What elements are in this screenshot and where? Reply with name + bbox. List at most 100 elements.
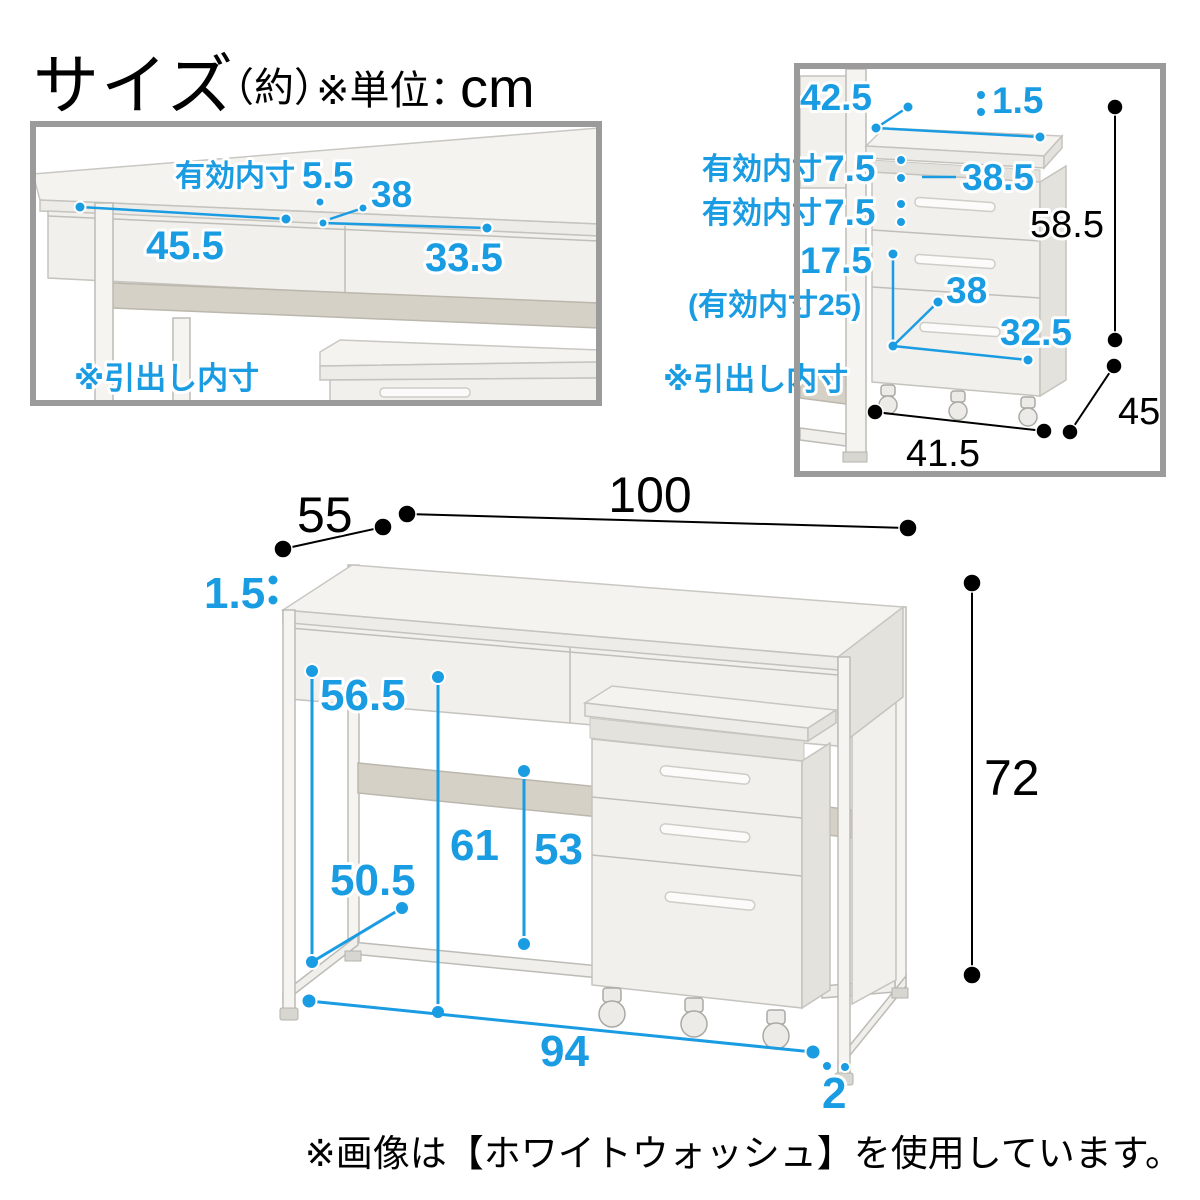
dim-label-effective-prefix: 有効内寸 — [175, 159, 295, 193]
drawer-handle — [659, 823, 751, 843]
leader-line-38 — [329, 206, 364, 221]
desk-tabletop — [36, 127, 596, 225]
dim-label-45-5: 45.5 — [146, 224, 224, 268]
dim-label-45: 45 — [1118, 391, 1160, 433]
cabinet-shelf-top — [319, 339, 596, 367]
cabinet-top-side — [1043, 134, 1063, 170]
cabinet — [582, 685, 839, 1050]
dim-label-33-5: 33.5 — [425, 236, 503, 280]
dim-label-38: 38 — [946, 270, 987, 311]
dim-label-100: 100 — [608, 467, 691, 523]
desk-front-right-leg — [837, 656, 851, 1078]
drawer-seam — [47, 215, 596, 242]
cabinet-shelf-edge — [319, 361, 596, 381]
dim-label-38-5: 38.5 — [962, 157, 1034, 198]
leader-line-38 — [892, 301, 939, 347]
dim-label-61: 61 — [450, 821, 499, 870]
inset-cabinet-border — [794, 63, 1166, 477]
desk-back-leg — [172, 317, 191, 400]
dim-dot — [317, 217, 329, 229]
dim-dot — [357, 202, 369, 214]
dim-label-1-5: 1.5 — [992, 80, 1043, 121]
page-title-approx: （約） — [214, 66, 334, 110]
dim-label-50-5: 50.5 — [330, 856, 416, 905]
drawer-handle — [659, 765, 751, 785]
cabinet-handle — [379, 387, 471, 398]
dim-label-72: 72 — [984, 750, 1040, 806]
desk-front-leg — [94, 202, 114, 400]
dim-line-45 — [1069, 365, 1115, 433]
dim-label-41-5: 41.5 — [906, 433, 980, 475]
dim-label-58-5: 58.5 — [1030, 204, 1104, 246]
dim-line-33-5 — [322, 221, 488, 230]
header: サイズ （約） ※単位： cm — [33, 48, 535, 122]
casters — [598, 987, 790, 1050]
dim-label-effective-prefix: 有効内寸 — [702, 196, 822, 230]
inset-desk-annotations: 有効内寸 5.5 38 45.5 33.5 ※引出し内寸 — [71, 152, 506, 399]
dim-label-5-5: 5.5 — [302, 155, 353, 196]
inner-dim-note: ※引出し内寸 — [663, 362, 848, 397]
dim-label-effective-25: (有効内寸25) — [688, 288, 861, 322]
dim-line-94 — [308, 999, 814, 1054]
unit-value: cm — [460, 56, 535, 119]
dim-label-53: 53 — [534, 825, 583, 874]
dim-label-32-5: 32.5 — [1000, 312, 1072, 353]
leg-foot — [344, 950, 362, 962]
leg-foot — [834, 1072, 854, 1086]
dim-line-45-5 — [79, 205, 287, 221]
cabinet-side — [801, 741, 831, 1010]
drawer-seam — [591, 854, 803, 877]
dim-dot — [480, 221, 494, 235]
dim-label-7-5: 7.5 — [824, 148, 875, 189]
drawer-handle — [914, 253, 996, 270]
dim-line-55 — [282, 526, 384, 550]
dim-label-effective-prefix: 有効内寸 — [702, 152, 822, 186]
drawer-seam — [871, 229, 1041, 242]
dim-line-100 — [406, 513, 909, 529]
dim-label-1-5: 1.5 — [204, 569, 265, 618]
dim-line-41-5 — [874, 411, 1045, 432]
dim-dot — [279, 212, 293, 226]
drawer-seam — [289, 627, 839, 676]
dim-label-38: 38 — [371, 174, 412, 215]
inset-cabinet-annotations: 42.5 1.5 有効内寸 7.5 38.5 有効内寸 7.5 17.5 (有効… — [660, 74, 1163, 478]
main-blue-dimensions: 1.5 56.5 61 53 50.5 94 2 — [201, 566, 851, 1121]
page-title: サイズ — [33, 48, 235, 122]
dim-label-56-5: 56.5 — [320, 671, 406, 720]
main-black-dimensions: 55 100 72 — [273, 464, 1043, 985]
dim-label-17-5: 17.5 — [800, 240, 872, 281]
main-diagram: 55 100 72 1.5 56.5 61 53 50.5 94 — [201, 464, 1043, 1121]
inset-desk-box: 有効内寸 5.5 38 45.5 33.5 ※引出し内寸 — [30, 121, 602, 406]
drawer-seam — [871, 286, 1041, 299]
dim-line-32-5 — [892, 344, 1029, 362]
inner-dim-note: ※引出し内寸 — [74, 361, 259, 396]
dim-label-7-5: 7.5 — [824, 192, 875, 233]
inset-cabinet-box: 42.5 1.5 有効内寸 7.5 38.5 有効内寸 7.5 17.5 (有効… — [660, 63, 1166, 478]
dim-line-42-5 — [875, 126, 1041, 139]
leg-foot — [279, 1007, 299, 1021]
dim-label-2: 2 — [822, 1069, 846, 1118]
unit-note: ※単位： — [316, 69, 470, 113]
desk-crossbar — [357, 762, 601, 818]
dim-dot — [314, 196, 326, 208]
desk-lower-back-rail — [351, 941, 601, 979]
dim-label-42-5: 42.5 — [800, 77, 872, 118]
leg-foot — [891, 987, 909, 999]
inset-cabinet-photo — [800, 69, 1067, 463]
drawer-handle — [664, 891, 756, 911]
desk-fragment — [800, 75, 849, 189]
inset-desk-border — [30, 121, 602, 406]
drawer-handle — [914, 196, 996, 213]
footer-note: ※画像は【ホワイトウォッシュ】を使用しています。 — [305, 1133, 1182, 1174]
leg-foot — [842, 451, 868, 463]
cabinet-top-side — [807, 708, 837, 743]
desk-front-left-leg — [282, 609, 296, 1013]
dim-label-55: 55 — [297, 487, 353, 543]
drawer-seam — [591, 796, 803, 819]
drawer-handle — [919, 321, 1001, 338]
dim-label-94: 94 — [540, 1027, 589, 1076]
cabinet-side — [1039, 164, 1067, 398]
dim-line-50-5 — [311, 906, 403, 964]
